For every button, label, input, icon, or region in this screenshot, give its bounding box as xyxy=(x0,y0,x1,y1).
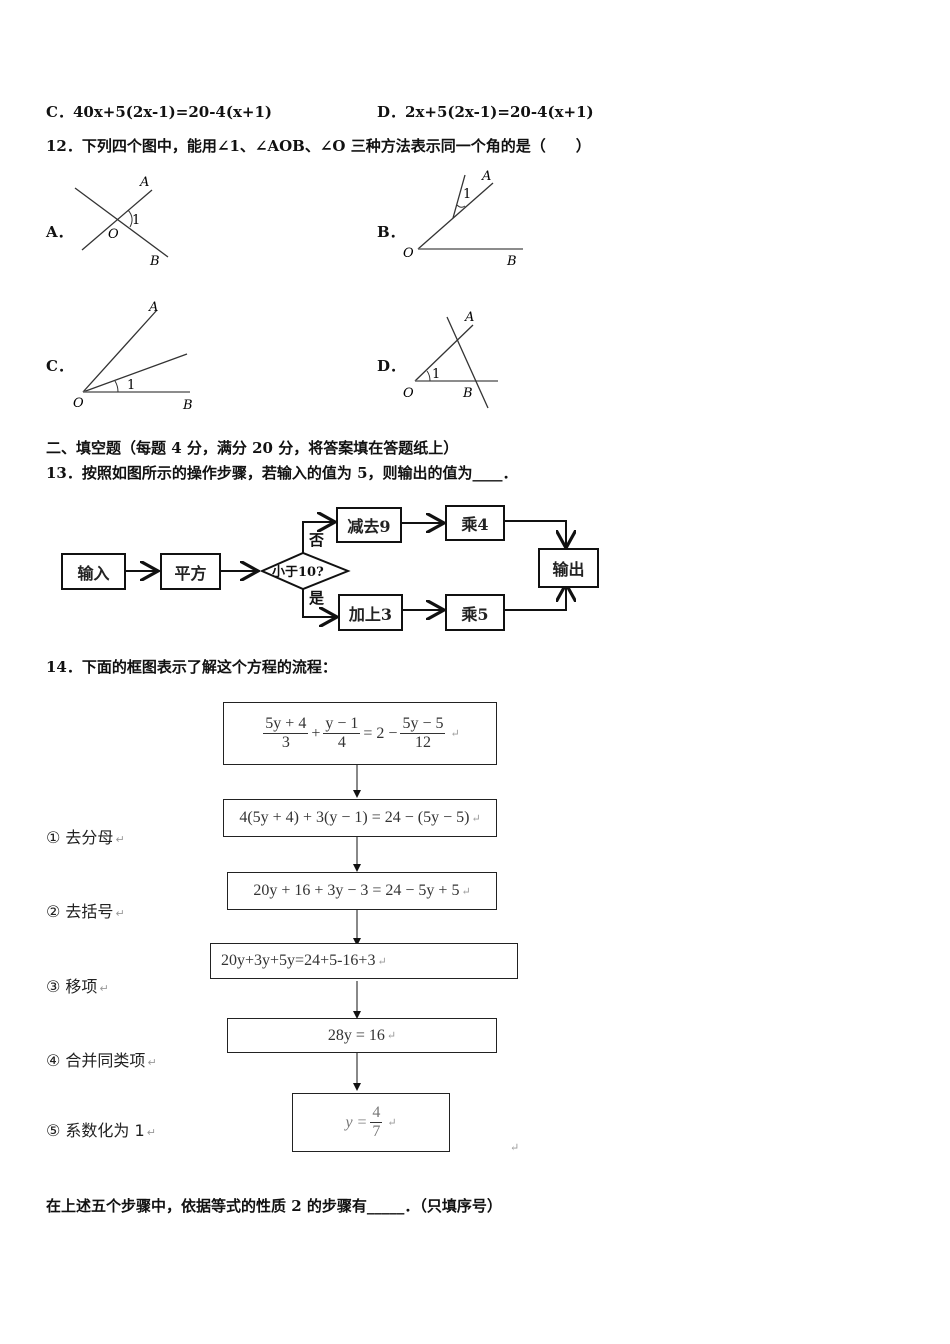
flow-minus9-box: 减去9 xyxy=(336,507,402,543)
flow-output-box: 输出 xyxy=(538,548,599,588)
q12-option-c-label: C． xyxy=(46,357,73,375)
step-5-label: ⑤ 系数化为 1↵ xyxy=(46,1121,156,1140)
fraction-result: 4 7 xyxy=(370,1104,383,1140)
angle-1-label: 1 xyxy=(463,187,471,202)
point-b-label: B xyxy=(182,398,193,413)
flow-times5-box: 乘5 xyxy=(445,594,505,631)
point-a-label: A xyxy=(148,300,158,315)
point-o-label: O xyxy=(108,227,119,242)
step-5-result-box: y = 4 7 ↵ xyxy=(292,1093,450,1152)
equals-sign: = 2 − xyxy=(363,724,398,742)
option-label: C． xyxy=(46,103,73,121)
point-o-label: O xyxy=(73,396,84,411)
point-a-label: A xyxy=(481,169,491,184)
q14-stem: 14．下面的框图表示了解这个方程的流程： xyxy=(46,658,337,676)
q13-stem: 13．按照如图所示的操作步骤，若输入的值为 5，则输出的值为____． xyxy=(46,464,518,482)
step-3-label: ③ 移项↵ xyxy=(46,977,109,996)
fraction-3: 5y − 5 12 xyxy=(400,715,446,751)
q11-option-c: C．40x+5(2x-1)=20-4(x+1) xyxy=(46,102,272,122)
point-b-label: B xyxy=(506,254,517,269)
figure-b-angle: A 1 O B xyxy=(403,169,523,269)
return-mark-icon: ↵ xyxy=(450,728,460,740)
condition-diamond xyxy=(259,551,351,591)
return-mark-icon: ↵ xyxy=(377,955,387,968)
q12-option-a-label: A． xyxy=(46,223,73,241)
step-1-result-box: 4(5y + 4) + 3(y − 1) = 24 − (5y − 5)↵ xyxy=(223,799,497,837)
point-b-label: B xyxy=(149,254,160,269)
figure-c-angle: A 1 O B xyxy=(73,300,193,413)
fraction-2: y − 1 4 xyxy=(323,715,361,751)
step-3-result-box: 20y+3y+5y=24+5-16+3↵ xyxy=(210,943,518,979)
option-text: 2x+5(2x-1)=20-4(x+1) xyxy=(405,103,594,121)
equation-box: 5y + 4 3 + y − 1 4 = 2 − 5y − 5 12 ↵ xyxy=(223,702,497,765)
step-4-label: ④ 合并同类项↵ xyxy=(46,1051,157,1070)
angle-1-label: 1 xyxy=(127,378,135,393)
q13-flowchart-arrows xyxy=(124,495,620,640)
return-mark-icon: ↵ xyxy=(471,812,481,825)
option-label: D． xyxy=(377,103,406,121)
figure-a-intersecting-lines: A 1 O B xyxy=(74,175,169,269)
q12-stem: 12．下列四个图中，能用∠1、∠AOB、∠O 三种方法表示同一个角的是（ ） xyxy=(46,137,591,155)
option-text: 40x+5(2x-1)=20-4(x+1) xyxy=(72,103,272,121)
point-a-label: A xyxy=(464,310,474,325)
flow-yes-label: 是 xyxy=(309,589,325,607)
point-o-label: O xyxy=(403,246,414,261)
flow-condition-label: 小于10? xyxy=(272,565,324,580)
point-b-label: B xyxy=(462,386,473,401)
return-mark-icon: ↵ xyxy=(386,1030,397,1042)
angle-1-label: 1 xyxy=(132,213,140,228)
q12-option-b-label: B． xyxy=(377,223,405,241)
q14-flow-arrows xyxy=(353,765,361,1091)
q12-option-d-label: D． xyxy=(377,357,406,375)
return-mark-icon: ↵ xyxy=(510,1141,520,1154)
flow-square-box: 平方 xyxy=(160,553,221,590)
flow-times4-box: 乘4 xyxy=(445,505,505,541)
return-mark-icon: ↵ xyxy=(387,1117,397,1129)
step-2-result-box: 20y + 16 + 3y − 3 = 24 − 5y + 5↵ xyxy=(227,872,497,910)
fraction-1: 5y + 4 3 xyxy=(263,715,309,751)
flow-no-label: 否 xyxy=(309,531,325,549)
angle-1-label: 1 xyxy=(432,367,440,382)
step-4-result-box: 28y = 16↵ xyxy=(227,1018,497,1053)
figure-d-triangle: A 1 O B xyxy=(403,310,498,409)
flow-input-box: 输入 xyxy=(61,553,126,590)
point-a-label: A xyxy=(139,175,149,190)
step-1-label: ① 去分母↵ xyxy=(46,828,125,847)
point-o-label: O xyxy=(403,386,414,401)
q11-option-d: D．2x+5(2x-1)=20-4(x+1) xyxy=(377,102,594,122)
q14-question: 在上述五个步骤中，依据等式的性质 2 的步骤有_____．（只填序号） xyxy=(46,1197,502,1215)
flow-plus3-box: 加上3 xyxy=(338,594,403,631)
return-mark-icon: ↵ xyxy=(461,885,471,898)
step-2-label: ② 去括号↵ xyxy=(46,902,125,921)
plus-sign: + xyxy=(311,724,321,742)
section-2-heading: 二、填空题（每题 4 分，满分 20 分，将答案填在答题纸上） xyxy=(46,439,459,457)
